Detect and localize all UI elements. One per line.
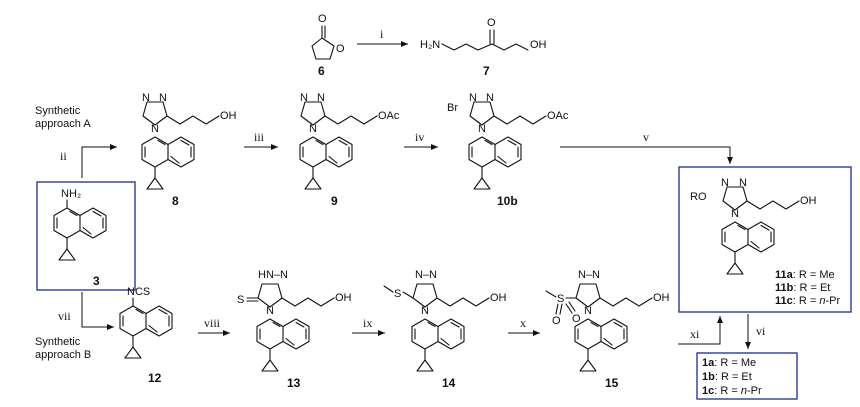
atom-n: N: [159, 92, 167, 104]
compound-11: RO N N N OH: [690, 177, 817, 275]
compound-13: HN–N S N OH 13: [237, 269, 352, 390]
atom-n: N: [584, 305, 592, 317]
atom-n: N: [478, 123, 486, 135]
arrow-xi: [678, 316, 723, 345]
atom-o: O: [572, 313, 581, 325]
compound-label-7: 7: [483, 64, 490, 78]
atom-oh: OH: [800, 195, 817, 207]
approach-a-line1: Synthetic: [35, 105, 81, 117]
compound-label-6: 6: [318, 64, 325, 78]
atom-s: S: [237, 294, 244, 306]
compound-12: NCS 12: [119, 286, 173, 385]
atom-n: N: [266, 305, 274, 317]
atom-oac: OAc: [378, 110, 400, 122]
step-i: i: [380, 27, 384, 41]
step-x: x: [520, 316, 526, 330]
atom-o: O: [336, 43, 345, 55]
step-viii: viii: [204, 316, 221, 330]
step-xi: xi: [690, 327, 700, 341]
approach-b-line2: approach B: [35, 349, 91, 361]
arrow-v: [560, 146, 733, 164]
atom-ro: RO: [690, 191, 707, 203]
atom-o: O: [487, 17, 496, 29]
r-group-11b: 11b: R = Et: [775, 282, 830, 294]
atom-hn-n: HN–N: [258, 269, 288, 281]
atom-oac: OAc: [547, 110, 569, 122]
atom-o: O: [318, 13, 327, 25]
r-group-1a: 1a: R = Me: [702, 357, 756, 369]
approach-b-line1: Synthetic: [35, 336, 81, 348]
atom-n: N: [309, 123, 317, 135]
compound-label-13: 13: [287, 376, 301, 390]
compound-label-15: 15: [605, 376, 619, 390]
r-group-11c: 11c: R = n-Pr: [775, 295, 840, 307]
arrow-vii: [81, 292, 114, 330]
r-group-list-11: 11a: R = Me 11b: R = Et 11c: R = n-Pr: [775, 269, 840, 307]
compound-label-8: 8: [172, 194, 179, 208]
step-vii: vii: [58, 309, 71, 323]
atom-oh: OH: [335, 292, 352, 304]
step-vi: vi: [756, 324, 766, 338]
product-box-11: [678, 166, 852, 313]
atom-n: N: [469, 92, 477, 104]
atom-oh: OH: [530, 39, 547, 51]
step-iv: iv: [415, 130, 424, 144]
atom-s: S: [557, 293, 564, 305]
atom-n: N: [142, 92, 150, 104]
compound-label-10b: 10b: [497, 194, 518, 208]
compound-10b: Br N N N OAc 10b: [447, 92, 569, 208]
compound-label-12: 12: [148, 371, 162, 385]
compound-6: O O 6: [311, 13, 345, 78]
compound-14: N–N S N OH 14: [383, 269, 507, 390]
atom-oh: OH: [490, 292, 507, 304]
r-group-1b: 1b: R = Et: [702, 371, 752, 383]
atom-n: N: [151, 123, 159, 135]
compound-label-3: 3: [93, 274, 100, 288]
atom-n: N: [739, 177, 747, 189]
atom-n: N: [731, 208, 739, 220]
step-ix: ix: [363, 316, 372, 330]
compound-8: N N N OH 8: [141, 92, 237, 208]
atom-n: N: [300, 92, 308, 104]
atom-br: Br: [447, 102, 458, 114]
atom-n: N: [721, 177, 729, 189]
atom-n-n: N–N: [415, 269, 437, 281]
atom-nh2: NH₂: [61, 188, 81, 200]
compound-15: N–N S O O N OH 15: [545, 269, 670, 390]
r-group-list-1: 1a: R = Me 1b: R = Et 1c: R = n-Pr: [702, 357, 762, 397]
atom-oh: OH: [653, 292, 670, 304]
atom-n: N: [317, 92, 325, 104]
atom-o: O: [552, 315, 561, 327]
atom-oh: OH: [220, 110, 237, 122]
r-group-1c: 1c: R = n-Pr: [702, 385, 762, 397]
atom-n: N: [486, 92, 494, 104]
compound-3: NH₂ 3: [53, 188, 107, 288]
approach-a-line2: approach A: [35, 118, 91, 130]
r-group-11a: 11a: R = Me: [775, 269, 835, 281]
step-v: v: [643, 130, 649, 144]
compound-9: N N N OAc 9: [299, 92, 400, 208]
atom-h2n: H₂N: [420, 39, 440, 51]
starting-material-box-3: [36, 181, 136, 291]
step-ii: ii: [60, 149, 67, 163]
compound-label-9: 9: [331, 194, 338, 208]
atom-ncs: NCS: [127, 286, 150, 298]
compound-label-14: 14: [442, 376, 456, 390]
arrow-ii: [81, 144, 117, 178]
compound-7: H₂N O OH 7: [420, 17, 547, 78]
product-box-1: [696, 352, 798, 400]
atom-n-n: N–N: [578, 269, 600, 281]
atom-n: N: [421, 305, 429, 317]
atom-s: S: [394, 288, 401, 300]
step-iii: iii: [254, 130, 265, 144]
